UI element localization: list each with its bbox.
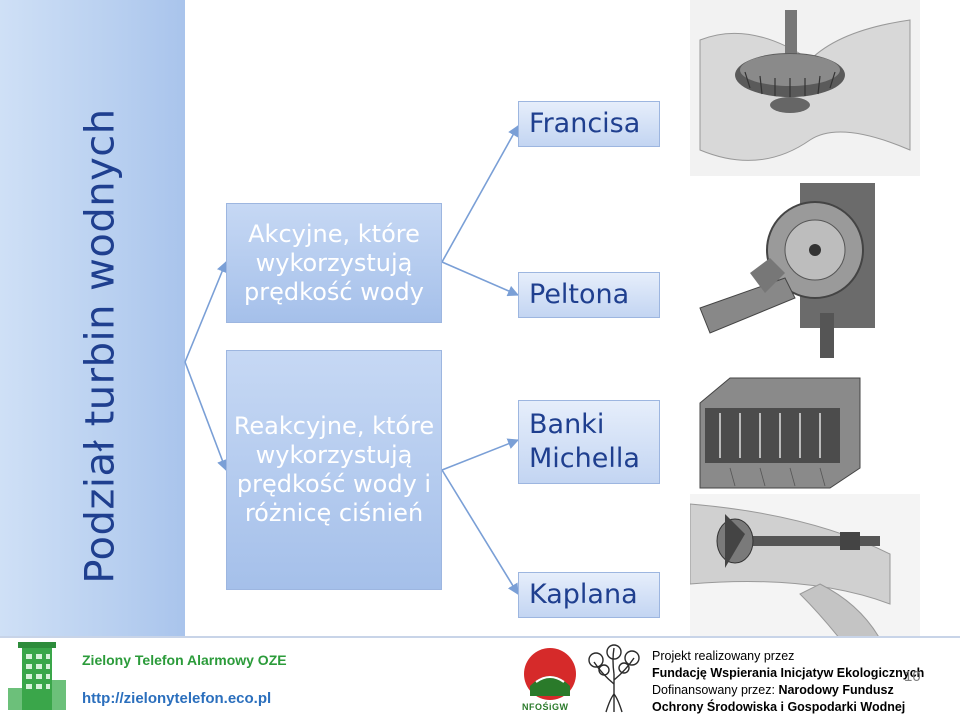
- project-line-2: Fundację Wspierania Inicjatyw Ekologiczn…: [652, 666, 925, 680]
- project-line-1: Projekt realizowany przez: [652, 649, 795, 663]
- category-label-reakcyjne: Reakcyjne, które wykorzystują prędkość w…: [233, 412, 435, 527]
- footer-org-name: Zielony Telefon Alarmowy OZE: [82, 652, 287, 668]
- turbine-label-kaplana: Kaplana: [529, 579, 638, 610]
- arrow-to-francisa: [441, 125, 519, 263]
- turbine-illustrations: [690, 0, 960, 640]
- page-number: 10: [904, 668, 921, 685]
- building-logo-icon: [8, 642, 66, 710]
- arrow-to-peltona: [441, 261, 520, 297]
- banki-michell-turbine-image: [690, 368, 920, 492]
- arrow-to-banki: [441, 438, 520, 471]
- left-title-bar: [0, 0, 185, 636]
- turbine-label-banki-michella: Banki Michella: [529, 409, 640, 474]
- francis-turbine-image: [690, 0, 920, 176]
- tree-logo-icon: [588, 644, 640, 713]
- arrow-to-akcyjne: [184, 260, 228, 363]
- nfosigw-logo-icon: [524, 648, 576, 700]
- turbine-box-kaplana: Kaplana: [518, 572, 660, 618]
- category-box-reakcyjne: Reakcyjne, które wykorzystują prędkość w…: [226, 350, 442, 590]
- project-line-4: Ochrony Środowiska i Gospodarki Wodnej: [652, 700, 906, 714]
- turbine-box-francisa: Francisa: [518, 101, 660, 147]
- footer: [0, 636, 960, 716]
- turbine-box-banki-michella: Banki Michella: [518, 400, 660, 484]
- category-label-akcyjne: Akcyjne, które wykorzystują prędkość wod…: [244, 219, 424, 306]
- kaplan-turbine-image: [690, 494, 920, 640]
- turbine-box-peltona: Peltona: [518, 272, 660, 318]
- footer-org-url[interactable]: http://zielonytelefon.eco.pl: [82, 690, 272, 707]
- nfosigw-label: NFOŚiGW: [522, 702, 569, 712]
- turbine-label-francisa: Francisa: [529, 108, 641, 139]
- arrow-to-reakcyjne: [184, 361, 228, 472]
- footer-project-info: Projekt realizowany przez Fundację Wspie…: [652, 648, 924, 716]
- arrow-to-kaplana: [441, 469, 519, 595]
- category-box-akcyjne: Akcyjne, które wykorzystują prędkość wod…: [226, 203, 442, 323]
- pelton-turbine-image: [690, 178, 920, 364]
- project-line-3: Dofinansowany przez: Narodowy Fundusz: [652, 683, 894, 697]
- footer-divider: [0, 636, 960, 638]
- turbine-label-peltona: Peltona: [529, 279, 630, 310]
